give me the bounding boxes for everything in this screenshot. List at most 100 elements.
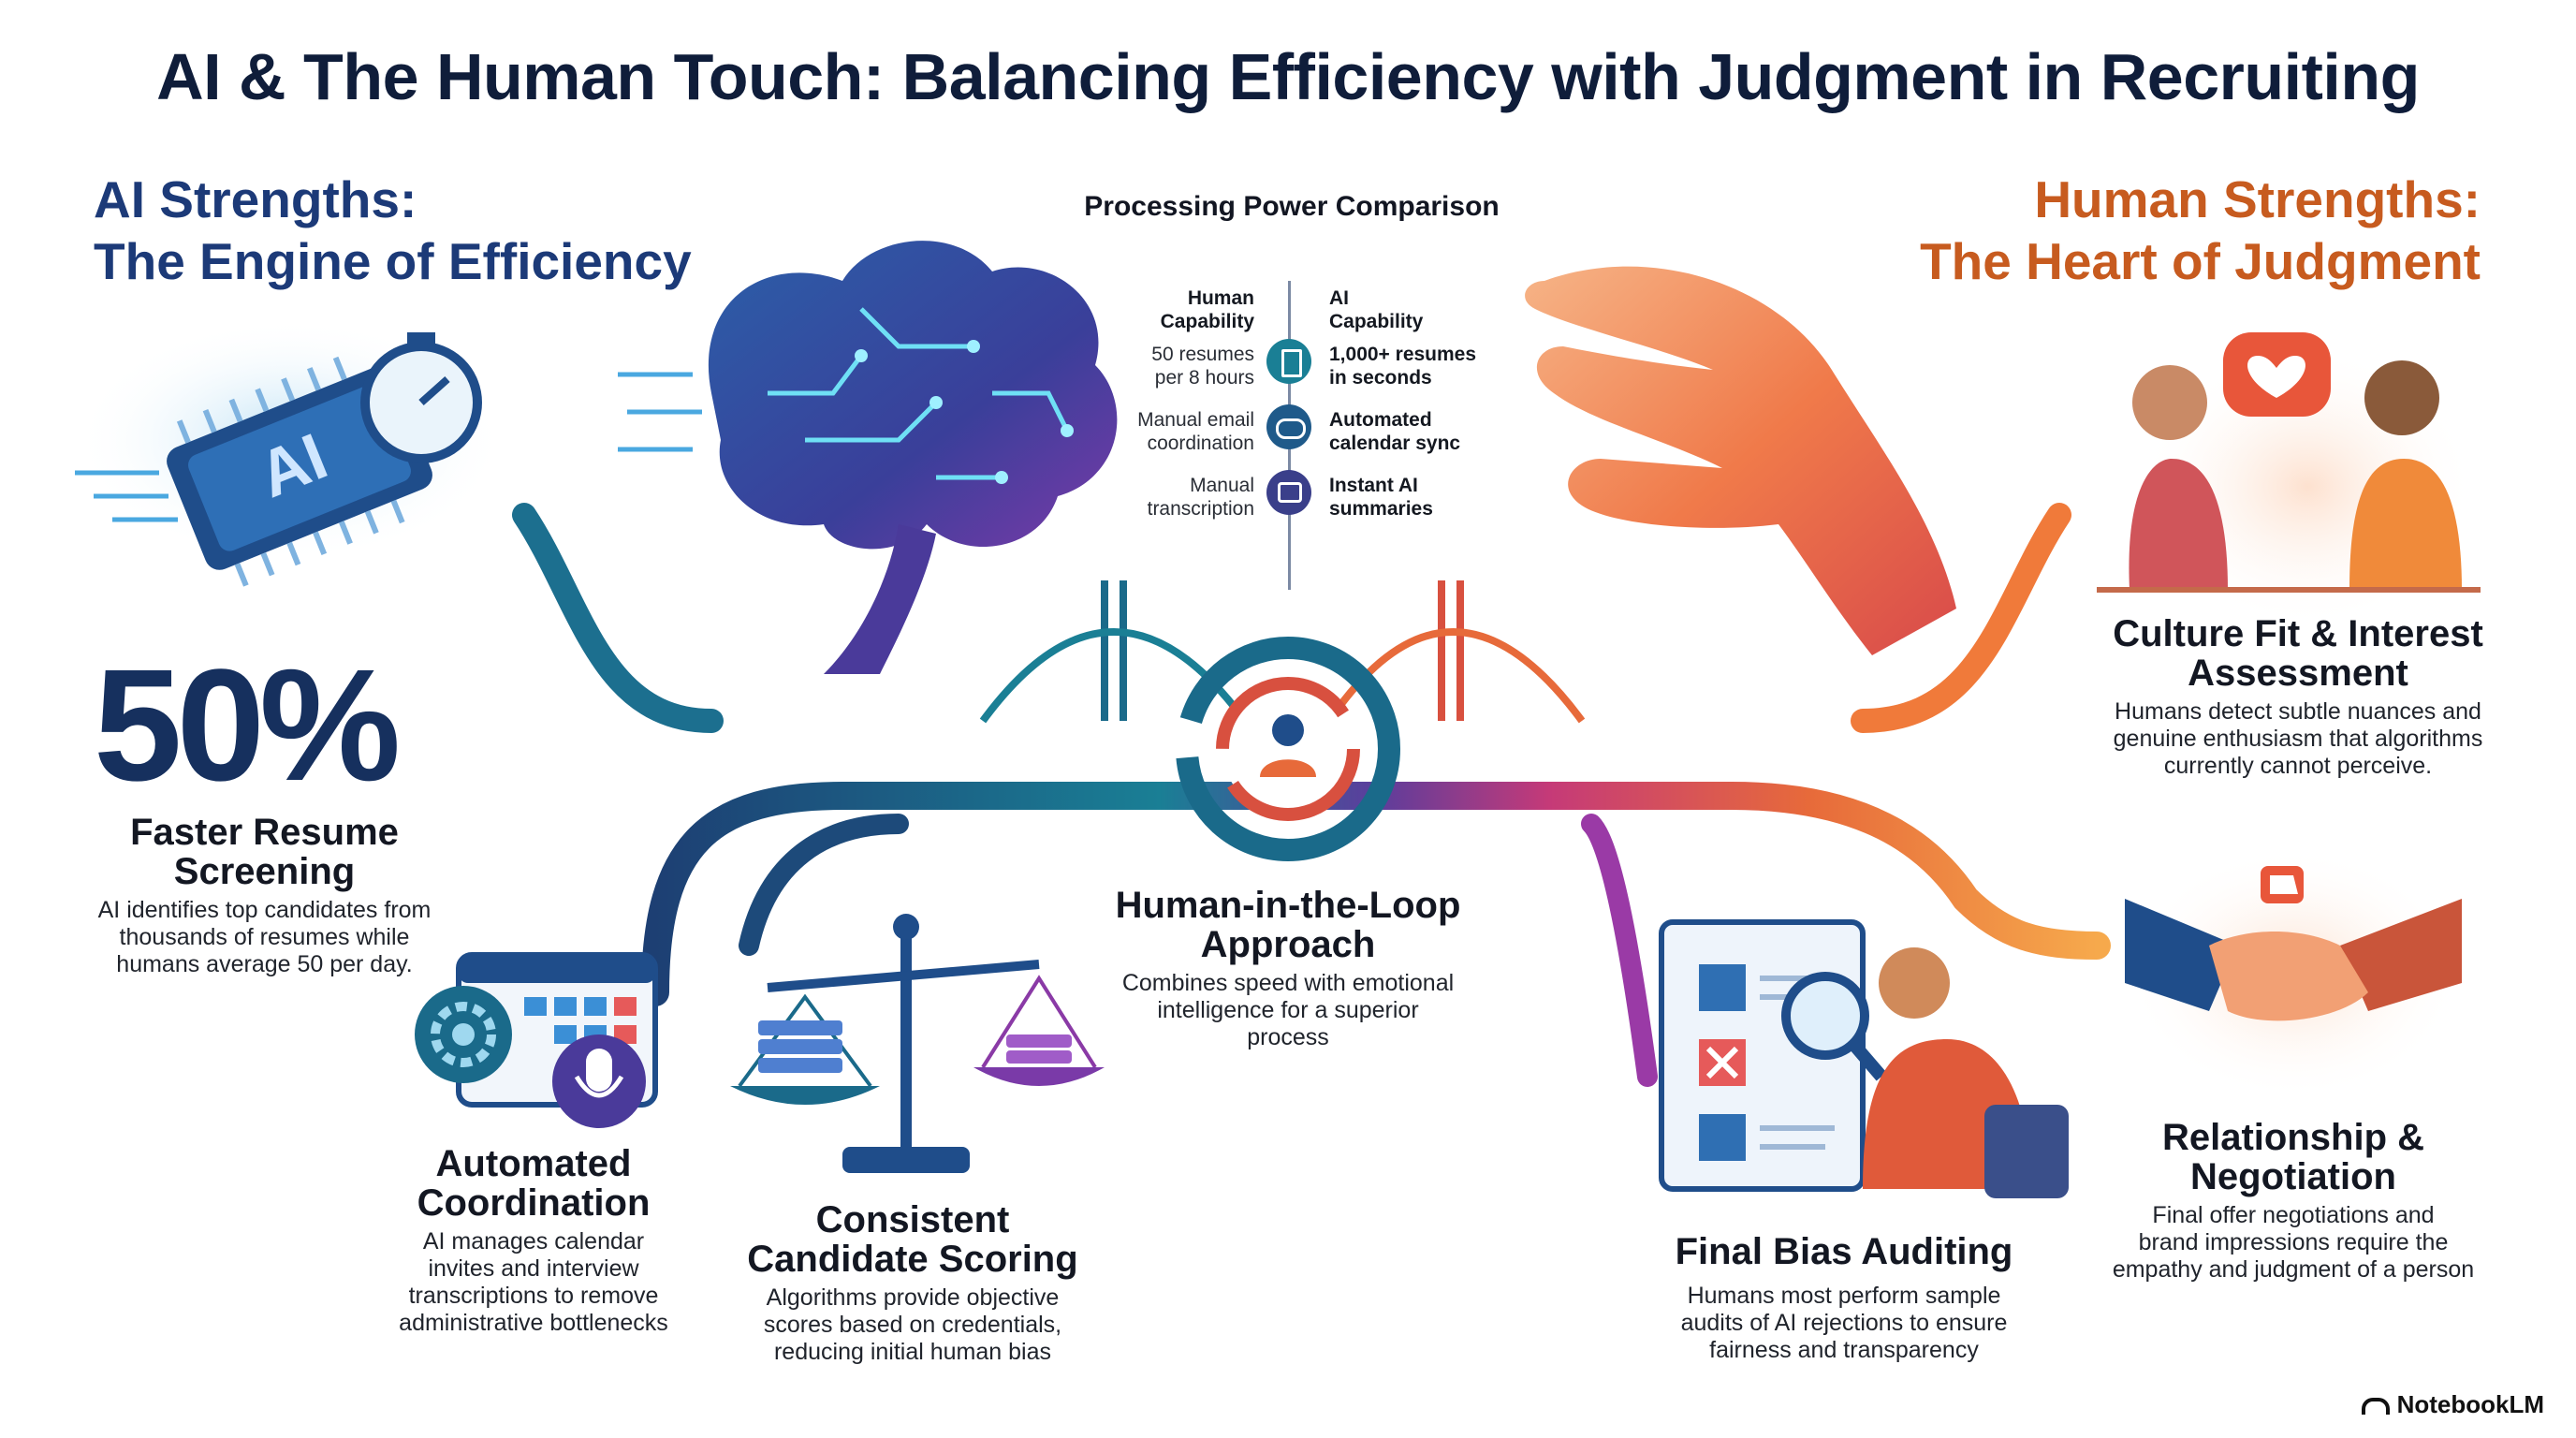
culture-title-line: Assessment [2188,653,2408,694]
ai-head-line: Capability [1329,311,1424,332]
coordination-title-line: Automated [435,1143,632,1184]
hitl-desc-line: intelligence for a superior [1157,997,1419,1023]
heart-chat-icon [2223,332,2331,417]
culture-title: Culture Fit & Interest Assessment [2087,614,2509,693]
culture-desc-line: genuine enthusiasm that algorithms [2113,726,2483,752]
relationship-title-line: Relationship & [2161,1117,2425,1158]
bias-description: Humans most perform sample audits of AI … [1647,1283,2041,1364]
stat-desc-line: AI identifies top candidates from [97,897,432,923]
stat-description: AI identifies top candidates from thousa… [66,897,463,978]
document-icon [1266,339,1311,384]
culture-desc-line: Humans detect subtle nuances and [2115,698,2481,725]
notebooklm-logo-icon [2361,1398,2390,1416]
brand-text: NotebookLM [2396,1390,2544,1418]
human-heading-line2: The Heart of Judgment [1920,232,2481,290]
human-strengths-heading: Human Strengths: The Heart of Judgment [1920,169,2481,292]
coordination-title: Automated Coordination [356,1144,711,1223]
coordination-title-line: Coordination [417,1182,651,1224]
brand-watermark: NotebookLM [2361,1390,2544,1419]
comparison-human-row: 50 resumes per 8 hours [1011,343,1254,389]
relationship-desc-line: Final offer negotiations and [2152,1202,2435,1228]
ai-heading-line2: The Engine of Efficiency [94,232,692,290]
handshake-icon [2125,847,2462,1100]
stat-desc-line: thousands of resumes while [119,924,410,950]
human-cell-line: Manual email [1137,409,1254,431]
gear-icon [415,986,512,1083]
stat-desc-line: humans average 50 per day. [116,951,413,977]
stopwatch-icon [360,332,482,463]
scoring-description: Algorithms provide objective scores base… [725,1284,1100,1366]
comparison-ai-row: Instant AI summaries [1329,474,1573,521]
coordination-description: AI manages calendar invites and intervie… [356,1228,711,1337]
hitl-desc-line: Combines speed with emotional [1121,970,1455,996]
auditor-person-icon [1863,947,2069,1198]
scoring-desc-line: Algorithms provide objective [766,1284,1060,1311]
brain-icon [618,241,1118,674]
bias-desc-line: Humans most perform sample [1687,1283,2001,1309]
scoring-desc-line: reducing initial human bias [773,1339,1051,1365]
stat-value: 50% [94,637,401,814]
coordination-desc-line: invites and interview [428,1255,639,1282]
coordination-desc-line: administrative bottlenecks [399,1310,668,1336]
scoring-title-line: Consistent [815,1199,1010,1240]
ai-cell-line: calendar sync [1329,433,1461,454]
comparison-human-row: Manual email coordination [1011,408,1254,455]
hitl-title-line: Human-in-the-Loop [1115,885,1461,926]
ai-cell-line: Automated [1329,409,1432,431]
hitl-description: Combines speed with emotional intelligen… [1091,970,1485,1051]
scoring-title-line: Candidate Scoring [747,1239,1078,1280]
comparison-ai-row: Automated calendar sync [1329,408,1573,455]
human-cell-line: per 8 hours [1154,367,1254,389]
ai-cell-line: in seconds [1329,367,1432,389]
human-heading-line1: Human Strengths: [2034,170,2481,228]
chat-summary-icon [1266,470,1311,515]
bias-desc-line: fairness and transparency [1709,1337,1979,1363]
hitl-title: Human-in-the-Loop Approach [1091,886,1485,964]
hitl-title-line: Approach [1200,924,1376,965]
human-cell-line: transcription [1147,498,1254,520]
relationship-title-line: Negotiation [2190,1156,2396,1197]
culture-description: Humans detect subtle nuances and genuine… [2078,698,2518,780]
magnifier-icon [1781,972,1887,1081]
human-hand-icon [1525,266,1956,655]
culture-desc-line: currently cannot perceive. [2163,753,2433,779]
ai-cell-line: summaries [1329,498,1433,520]
human-head-line: Capability [1160,311,1254,332]
conversation-people-icon [2097,346,2481,627]
relationship-description: Final offer negotiations and brand impre… [2092,1202,2495,1284]
scales-icon [730,914,1105,1173]
culture-title-line: Culture Fit & Interest [2113,613,2483,654]
ai-capability-header: AI Capability [1329,286,1573,333]
ai-head-line: AI [1329,287,1349,309]
ai-strengths-heading: AI Strengths: The Engine of Efficiency [94,169,692,292]
relationship-desc-line: brand impressions require the [2138,1229,2449,1255]
comparison-human-row: Manual transcription [1011,474,1254,521]
human-capability-header: Human Capability [1011,286,1254,333]
comparison-ai-row: 1,000+ resumes in seconds [1329,343,1573,389]
bias-title: Final Bias Auditing [1675,1231,2013,1272]
coordination-desc-line: AI manages calendar [422,1228,645,1255]
human-in-the-loop-cycle-icon [1176,637,1400,861]
human-head-line: Human [1187,287,1254,309]
coordination-desc-line: transcriptions to remove [408,1283,659,1309]
human-cell-line: Manual [1190,475,1254,496]
page-title: AI & The Human Touch: Balancing Efficien… [156,40,2420,113]
stat-title-line2: Screening [173,851,356,892]
microphone-icon [552,1034,646,1128]
comparison-title: Processing Power Comparison [1084,191,1500,222]
scoring-title: Consistent Candidate Scoring [725,1200,1100,1279]
human-cell-line: coordination [1147,433,1254,454]
relationship-title: Relationship & Negotiation [2106,1118,2481,1196]
ai-cell-line: 1,000+ resumes [1329,344,1477,365]
ai-heading-line1: AI Strengths: [94,170,417,228]
cloud-sync-icon [1266,404,1311,449]
human-cell-line: 50 resumes [1151,344,1254,365]
scoring-desc-line: scores based on credentials, [763,1312,1062,1338]
stat-title-line1: Faster Resume [130,812,399,853]
relationship-desc-line: empathy and judgment of a person [2112,1256,2475,1283]
stat-title: Faster Resume Screening [75,813,454,891]
bias-desc-line: audits of AI rejections to ensure [1680,1310,2008,1336]
hitl-desc-line: process [1247,1024,1329,1050]
ai-cell-line: Instant AI [1329,475,1418,496]
